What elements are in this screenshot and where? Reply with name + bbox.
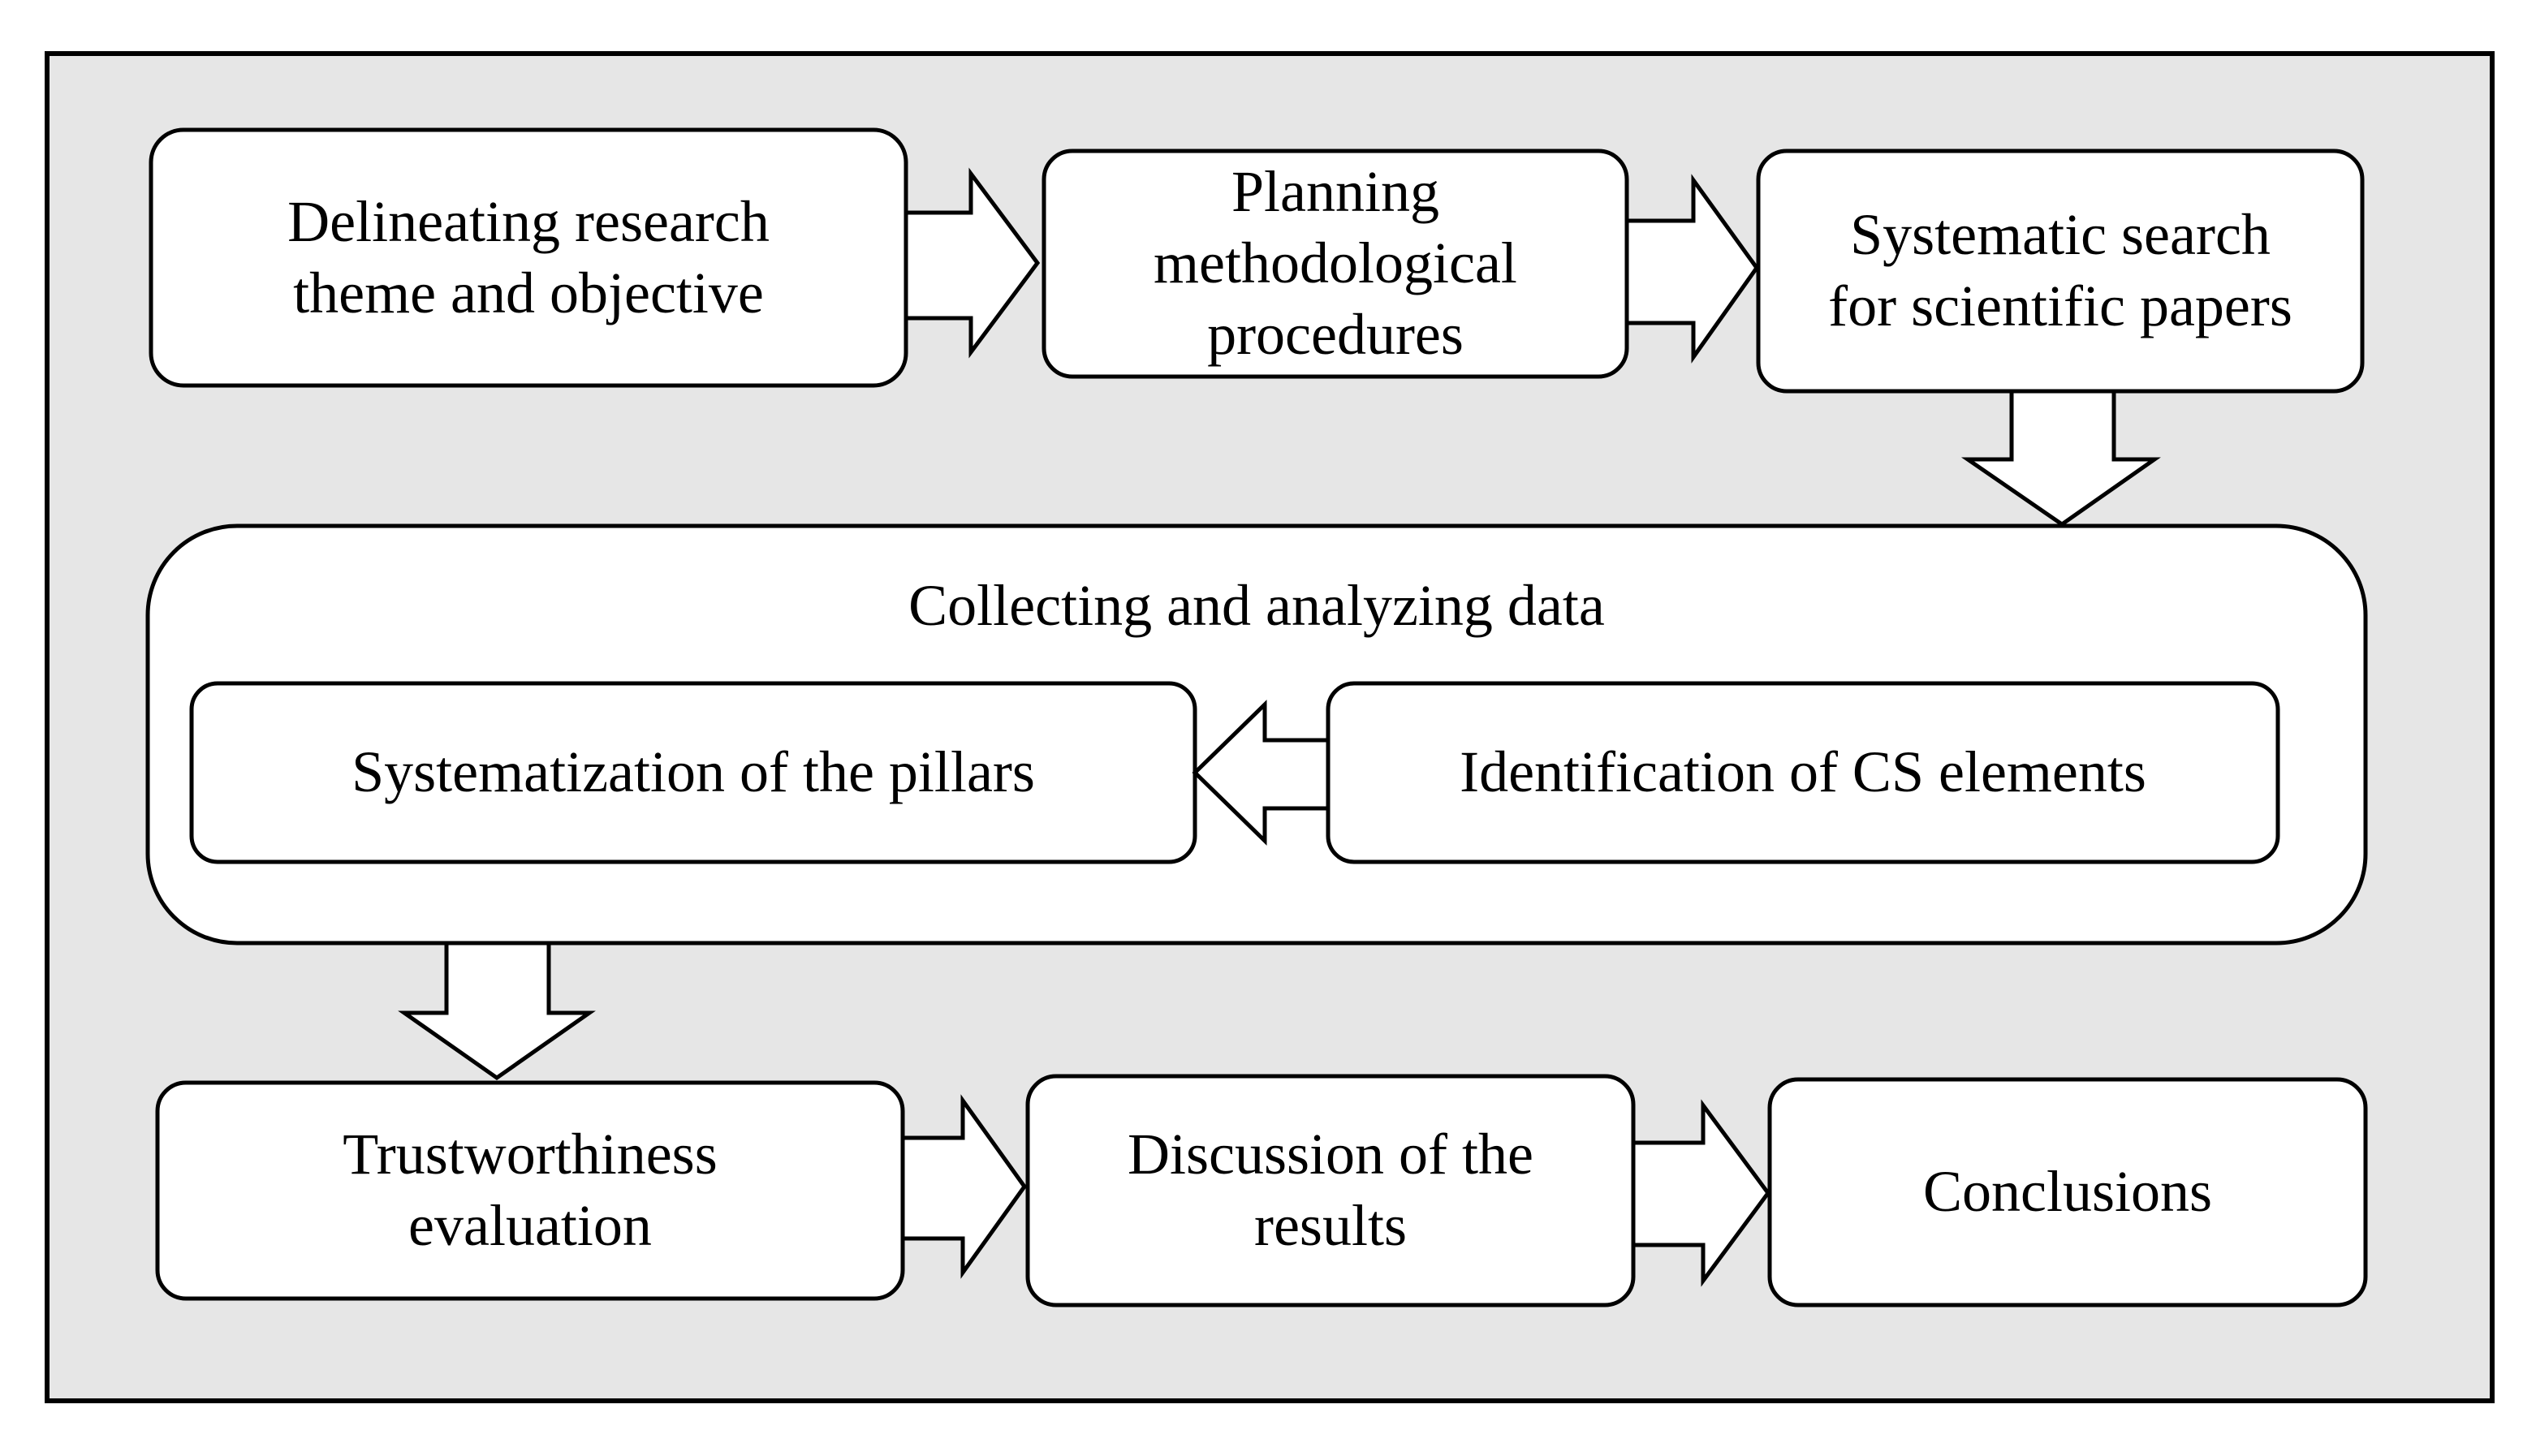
label-systematic-search: Systematic search for scientific papers — [1828, 202, 2292, 338]
label-planning: Planning methodological procedures — [1154, 159, 1517, 367]
arrow-discussion-to-conclusions — [1631, 1099, 1771, 1287]
label-conclusions: Conclusions — [1922, 1159, 2213, 1225]
label-collecting: Collecting and analyzing data — [908, 573, 1605, 639]
arrow-trustworthiness-to-discussion — [900, 1094, 1028, 1279]
arrow-delineating-to-planning — [904, 167, 1041, 359]
label-identification: Identification of CS elements — [1460, 739, 2146, 805]
label-trustworthiness: Trustworthiness evaluation — [343, 1122, 718, 1258]
arrow-identification-to-systematization — [1192, 700, 1331, 846]
label-discussion: Discussion of the results — [1128, 1122, 1533, 1258]
arrow-collecting-to-trustworthiness — [398, 941, 596, 1081]
label-systematization: Systematization of the pillars — [352, 739, 1035, 805]
arrow-planning-to-search — [1624, 174, 1760, 364]
label-delineating: Delineating research theme and objective — [287, 188, 770, 325]
arrow-search-to-collecting — [1960, 389, 2161, 528]
